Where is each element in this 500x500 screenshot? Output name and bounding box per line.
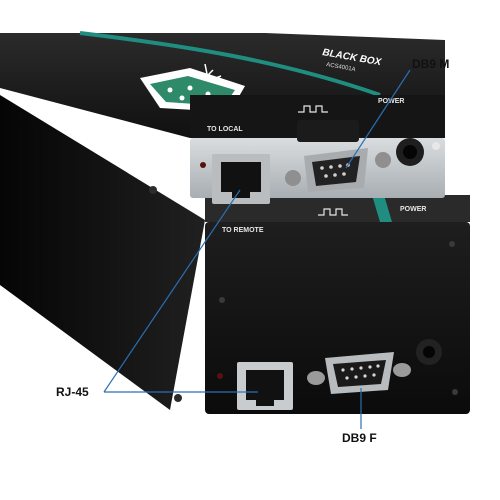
db9-female-port bbox=[307, 352, 411, 394]
screw-icon bbox=[219, 297, 225, 303]
power-jack-bottom bbox=[416, 339, 442, 365]
signal-pulse-icon bbox=[318, 208, 348, 216]
top-unit-accent-stripe bbox=[79, 31, 381, 97]
top-power-label: POWER bbox=[378, 98, 404, 105]
bottom-power-label: POWER bbox=[400, 206, 426, 213]
rj45-port-bottom bbox=[237, 362, 293, 410]
screw-icon bbox=[449, 241, 455, 247]
rj45-label: RJ-45 bbox=[56, 385, 89, 399]
db9-m-label: DB9 M bbox=[412, 57, 450, 71]
db9-m-callout-line bbox=[345, 69, 411, 169]
bottom-unit-side bbox=[0, 95, 205, 410]
top-unit: BLACK BOX ACS4001A TO LOCAL POWER bbox=[0, 31, 445, 204]
bottom-unit: TO REMOTE POWER bbox=[0, 95, 470, 414]
screw-icon bbox=[174, 394, 182, 402]
status-led bbox=[200, 162, 206, 168]
rj45-port-top bbox=[212, 154, 270, 204]
screw-icon bbox=[452, 389, 458, 395]
signal-pulse-icon bbox=[298, 105, 328, 113]
rj45-callout-line-top bbox=[103, 189, 241, 393]
status-led bbox=[217, 373, 223, 379]
power-jack-top bbox=[396, 138, 424, 166]
to-remote-label: TO REMOTE bbox=[222, 227, 264, 234]
db9-f-label: DB9 F bbox=[342, 431, 377, 445]
callout-lines bbox=[103, 69, 411, 429]
model-number: ACS4001A bbox=[326, 62, 356, 73]
screw-icon bbox=[149, 186, 157, 194]
to-local-label: TO LOCAL bbox=[207, 126, 243, 133]
screw-icon bbox=[432, 142, 440, 150]
bottom-unit-accent-stripe bbox=[372, 195, 392, 222]
